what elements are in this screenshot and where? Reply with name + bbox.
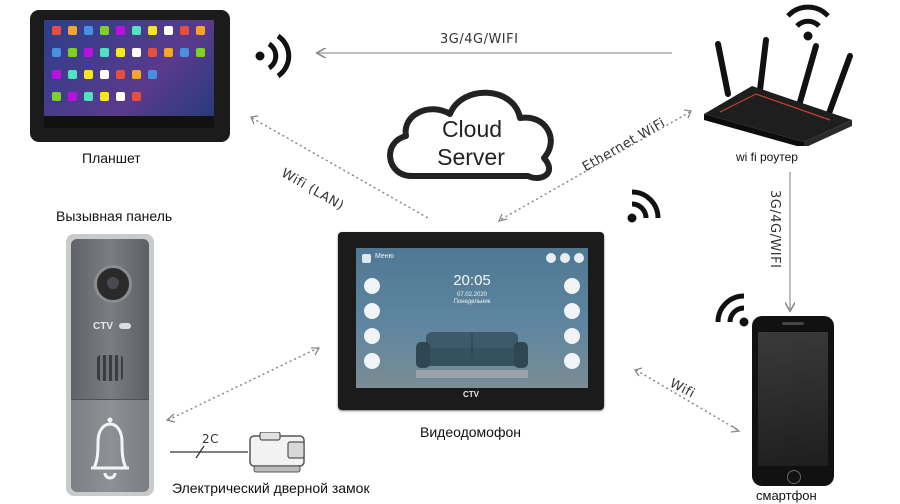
- link-label-router-tablet: 3G/4G/WIFI: [440, 32, 519, 47]
- home-icon[interactable]: [546, 253, 556, 263]
- app-icon[interactable]: [132, 48, 141, 57]
- app-icon[interactable]: [68, 70, 77, 79]
- camera-lens: [94, 265, 132, 303]
- wifi-icon: [786, 4, 830, 41]
- app-icon[interactable]: [148, 26, 157, 35]
- link-panel-intercom: [167, 347, 319, 421]
- call-button[interactable]: [71, 399, 149, 492]
- camera-icon[interactable]: [364, 328, 380, 344]
- record-icon[interactable]: [364, 353, 380, 369]
- app-icon[interactable]: [52, 70, 61, 79]
- app-icon[interactable]: [116, 92, 125, 101]
- app-icon[interactable]: [196, 48, 205, 57]
- intercom-label: Видеодомофон: [420, 424, 521, 440]
- wifi-status-icon: [574, 253, 584, 263]
- door-icon[interactable]: [364, 303, 380, 319]
- gear-icon[interactable]: [560, 253, 570, 263]
- cloud-label-line2: Server: [437, 144, 505, 170]
- screen-weekday: Понедельник: [453, 299, 491, 305]
- app-icon[interactable]: [164, 26, 173, 35]
- home-button[interactable]: [787, 470, 801, 484]
- screen-menu[interactable]: Меню: [375, 253, 394, 260]
- screen-time: 20:05: [453, 272, 491, 289]
- link-label-lock-wire: 2C: [202, 432, 220, 446]
- app-icon[interactable]: [132, 70, 141, 79]
- wifi-icon: [627, 189, 661, 223]
- app-icon[interactable]: [68, 48, 77, 57]
- panel-call-icon[interactable]: [364, 278, 380, 294]
- wifi-icon: [255, 33, 292, 79]
- router-label: wi fi роутер: [736, 150, 798, 164]
- app-icon[interactable]: [52, 48, 61, 57]
- touch-icon[interactable]: [564, 303, 580, 319]
- broadcast-icon[interactable]: [564, 353, 580, 369]
- app-icon[interactable]: [100, 26, 109, 35]
- smartphone-screen: [758, 332, 828, 466]
- speaker-grille: [97, 355, 123, 381]
- app-icon[interactable]: [52, 26, 61, 35]
- app-icon[interactable]: [132, 92, 141, 101]
- app-icon[interactable]: [132, 26, 141, 35]
- intercom-device: Меню 20:05 07.02.2020 Понедельник CTV: [338, 232, 604, 410]
- bell-icon: [91, 417, 129, 480]
- app-icon[interactable]: [84, 92, 93, 101]
- app-icon[interactable]: [148, 48, 157, 57]
- tablet-label: Планшет: [82, 150, 141, 166]
- app-icon[interactable]: [148, 70, 157, 79]
- user-icon[interactable]: [564, 278, 580, 294]
- app-icon[interactable]: [196, 26, 205, 35]
- panel-brand: CTV: [93, 321, 113, 332]
- app-icon[interactable]: [84, 26, 93, 35]
- menu-icon[interactable]: [362, 254, 371, 263]
- app-icon[interactable]: [100, 92, 109, 101]
- app-icon[interactable]: [68, 26, 77, 35]
- link-label-router-phone: 3G/4G/WIFI: [767, 190, 782, 269]
- app-icon[interactable]: [84, 48, 93, 57]
- call-panel-device: CTV: [66, 234, 154, 496]
- sofa-image: [416, 332, 528, 378]
- smartphone-device: [752, 316, 834, 486]
- intercom-screen: Меню 20:05 07.02.2020 Понедельник: [356, 248, 588, 388]
- door-lock-device: [249, 432, 305, 473]
- tablet-screen: [44, 20, 214, 128]
- app-icon[interactable]: [116, 48, 125, 57]
- tablet-device: [30, 10, 230, 142]
- link-tablet-intercom: [251, 117, 429, 219]
- app-icon[interactable]: [164, 48, 173, 57]
- screen-date: 07.02.2020: [456, 292, 488, 298]
- cloud-server: Cloud Server: [387, 89, 554, 181]
- alarm-icon[interactable]: [564, 328, 580, 344]
- app-icon[interactable]: [84, 70, 93, 79]
- call-panel-label: Вызывная панель: [56, 208, 173, 224]
- wifi-icon: [715, 293, 749, 327]
- app-icon[interactable]: [52, 92, 61, 101]
- app-icon[interactable]: [116, 26, 125, 35]
- app-icon[interactable]: [180, 48, 189, 57]
- app-icons: [44, 26, 214, 128]
- app-icon[interactable]: [100, 70, 109, 79]
- app-icon[interactable]: [68, 92, 77, 101]
- smartphone-label: смартфон: [756, 488, 817, 503]
- link-router-intercom: [499, 111, 691, 221]
- app-icon[interactable]: [100, 48, 109, 57]
- door-lock-label: Электрический дверной замок: [172, 480, 370, 496]
- router-device: [704, 37, 853, 146]
- app-icon[interactable]: [180, 26, 189, 35]
- intercom-brand: CTV: [463, 390, 479, 399]
- cloud-label-line1: Cloud: [442, 116, 502, 142]
- app-icon[interactable]: [116, 70, 125, 79]
